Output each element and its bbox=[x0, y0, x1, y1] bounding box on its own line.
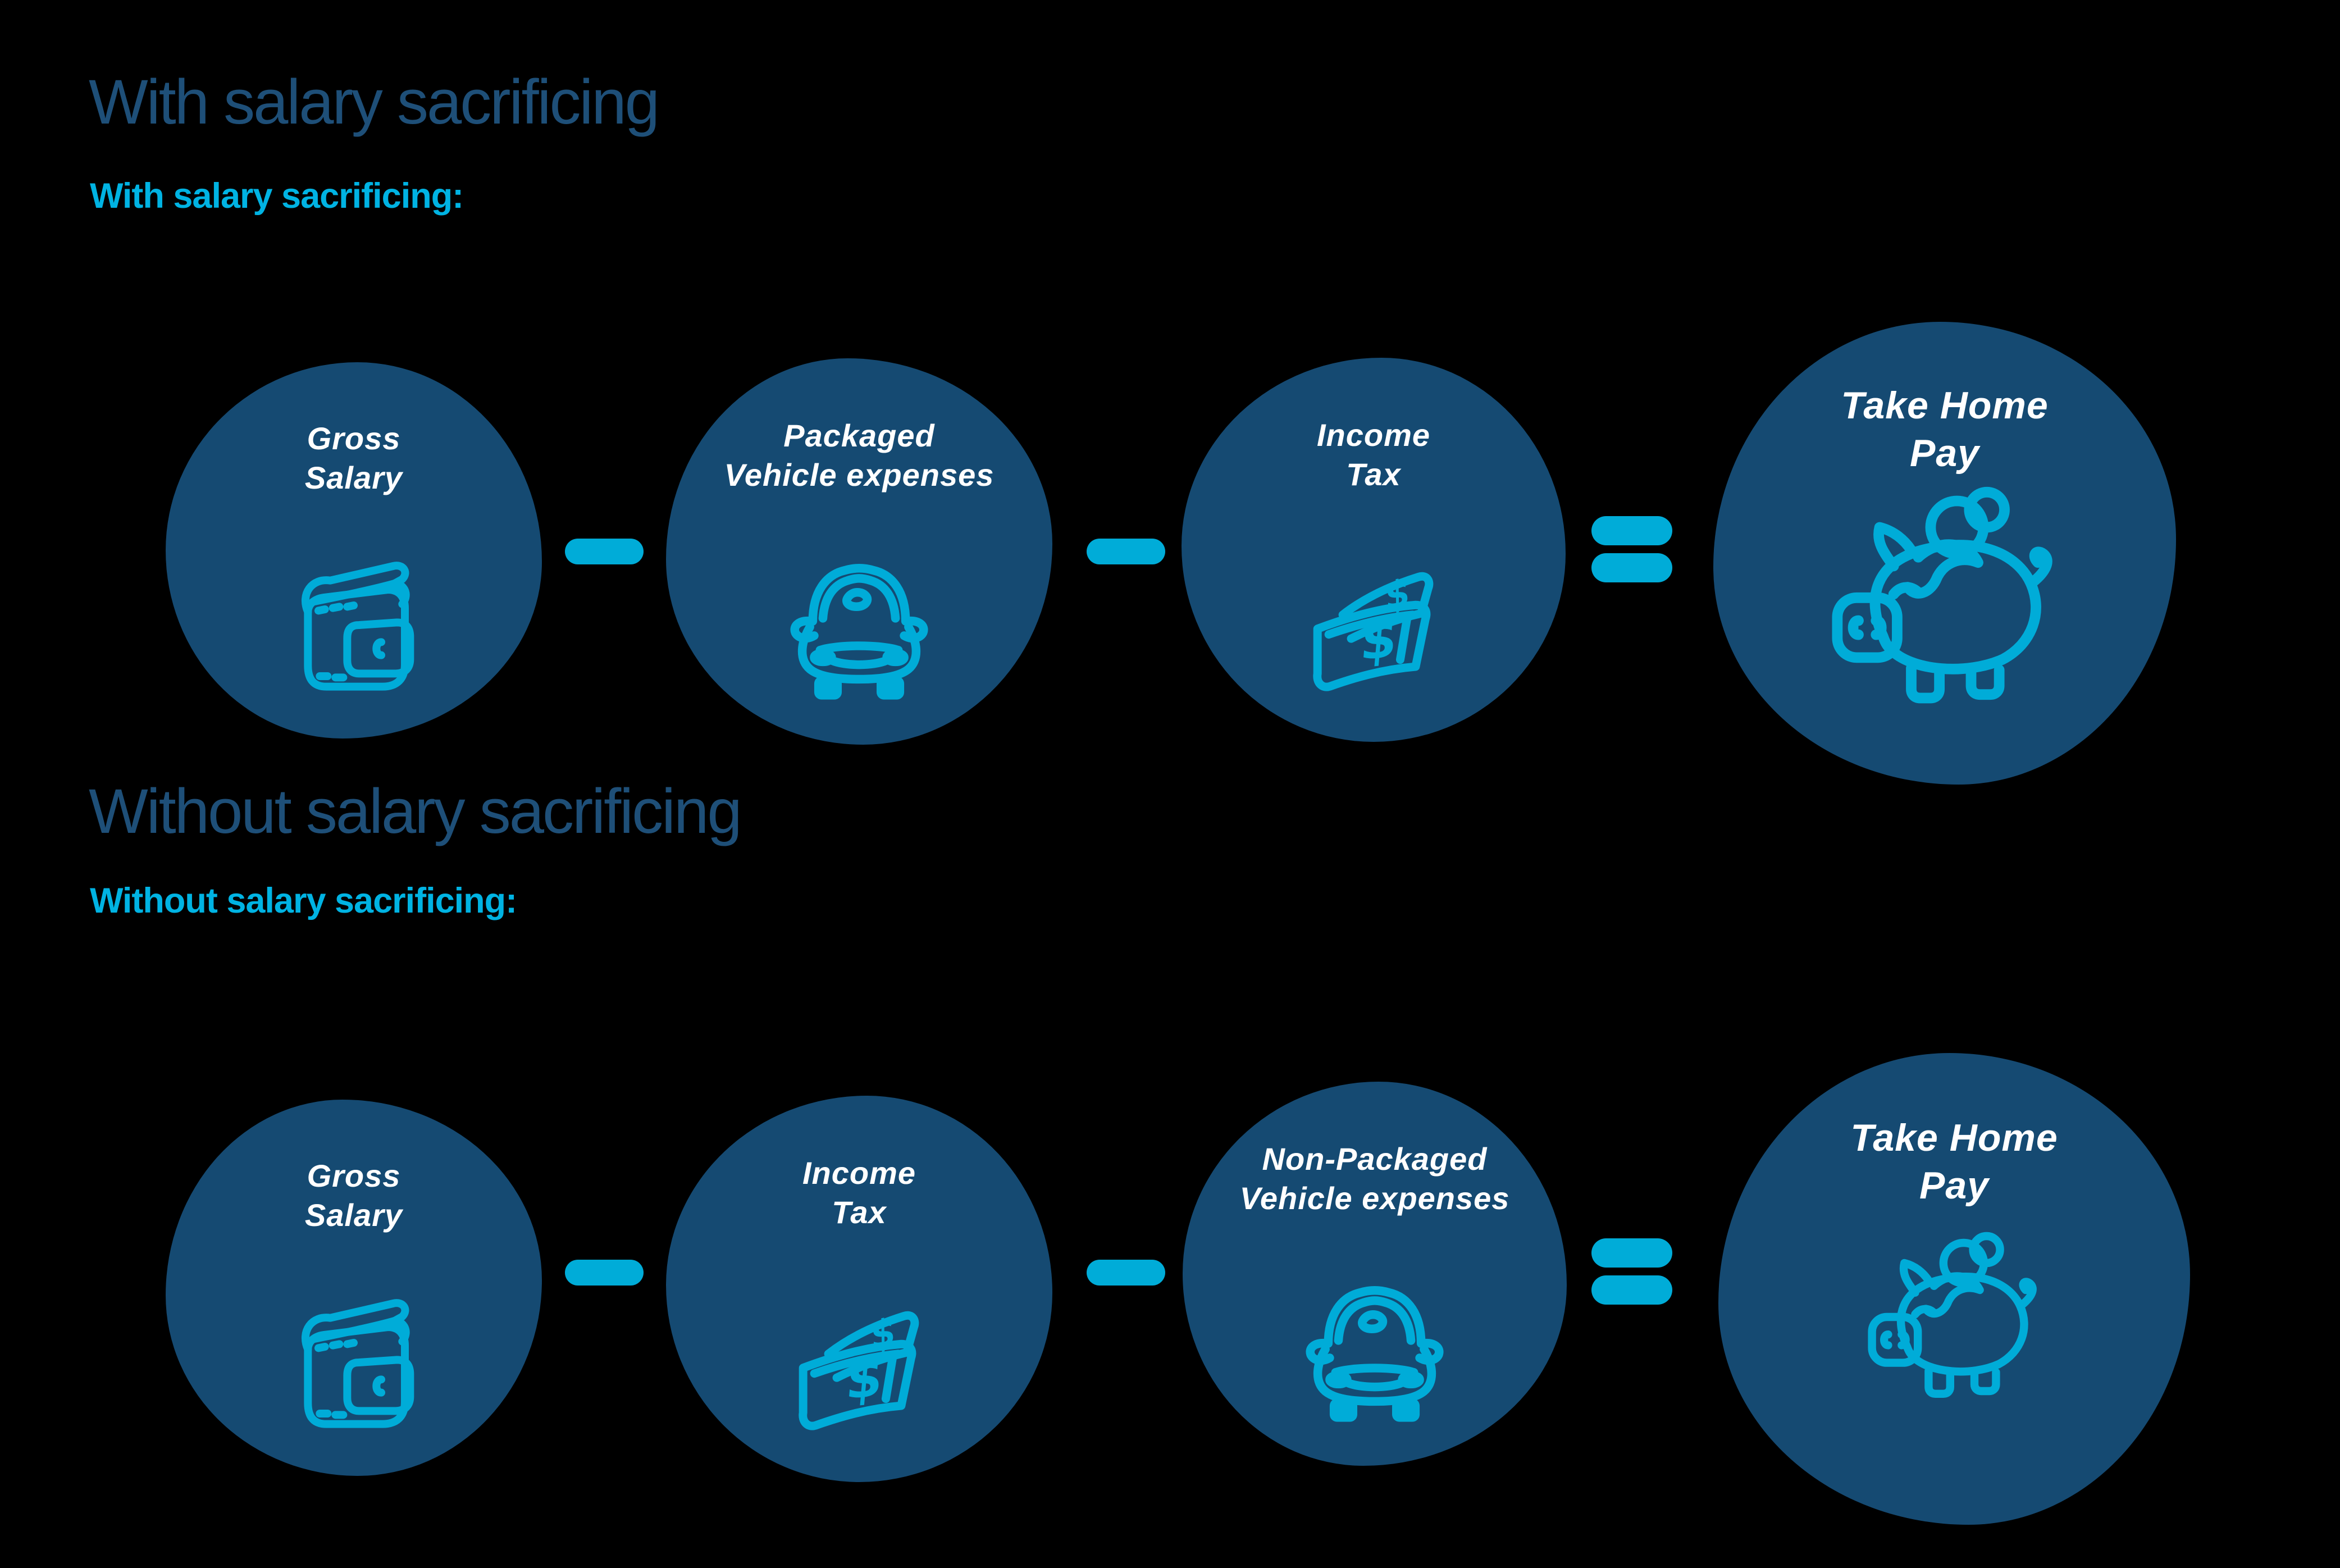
piggy-bank-icon bbox=[1853, 1223, 2055, 1405]
circle-label-line2: Tax bbox=[832, 1195, 887, 1230]
circle-label-line1: Gross bbox=[307, 420, 401, 456]
circle-label: Take Home Pay bbox=[1713, 382, 2176, 477]
circle-label: Gross Salary bbox=[166, 419, 542, 498]
circle-label-line1: Packaged bbox=[783, 418, 935, 454]
minus-operator bbox=[1087, 539, 1165, 564]
circle-label-line2: Pay bbox=[1919, 1164, 1989, 1207]
car-icon bbox=[772, 540, 946, 700]
equals-bar bbox=[1591, 1238, 1672, 1268]
dollar-sign: $ bbox=[1357, 607, 1401, 672]
circle-label: Packaged Vehicle expenses bbox=[666, 416, 1052, 495]
circle-label: Income Tax bbox=[1182, 416, 1566, 494]
minus-operator bbox=[565, 1260, 644, 1286]
equals-operator bbox=[1591, 516, 1672, 582]
circle-label-line1: Take Home bbox=[1850, 1116, 2058, 1160]
money-bills-icon: $ $ bbox=[775, 1270, 943, 1431]
equals-operator bbox=[1591, 1238, 1672, 1305]
circle-label-line2: Vehicle expenses bbox=[724, 457, 995, 493]
circle-label-line2: Salary bbox=[304, 459, 403, 495]
circle-label: Gross Salary bbox=[166, 1156, 542, 1235]
section-subtitle-with: With salary sacrificing: bbox=[90, 176, 464, 216]
circle-non-packaged-vehicle-expenses: Non-Packaged Vehicle expenses bbox=[1183, 1082, 1567, 1466]
car-icon bbox=[1288, 1262, 1462, 1423]
circle-label-line2: Pay bbox=[1910, 432, 1979, 475]
circle-label-line1: Income bbox=[802, 1155, 916, 1191]
circle-take-home-pay: Take Home Pay bbox=[1718, 1053, 2190, 1525]
circle-gross-salary: Gross Salary bbox=[166, 1100, 542, 1476]
circle-label-line1: Income bbox=[1316, 417, 1431, 453]
dollar-sign: $ bbox=[843, 1346, 886, 1411]
section-heading-without: Without salary sacrificing bbox=[89, 776, 742, 846]
circle-label: Non-Packaged Vehicle expenses bbox=[1183, 1139, 1567, 1218]
minus-operator bbox=[565, 539, 644, 564]
circle-income-tax: Income Tax $ $ bbox=[666, 1096, 1052, 1482]
circle-income-tax: Income Tax $ $ bbox=[1182, 358, 1566, 742]
circle-label-line1: Gross bbox=[307, 1157, 401, 1193]
circle-label-line2: Salary bbox=[304, 1197, 403, 1233]
circle-label-line1: Take Home bbox=[1841, 384, 2049, 427]
wallet-icon bbox=[275, 1284, 432, 1441]
section-heading-with: With salary sacrificing bbox=[89, 67, 660, 137]
equals-bar bbox=[1591, 1275, 1672, 1305]
circle-label-line2: Tax bbox=[1346, 456, 1401, 492]
circle-take-home-pay: Take Home Pay bbox=[1713, 322, 2176, 785]
circle-packaged-vehicle-expenses: Packaged Vehicle expenses bbox=[666, 358, 1052, 745]
wallet-icon bbox=[275, 546, 432, 704]
circle-label: Income Tax bbox=[666, 1154, 1052, 1232]
money-bills-icon: $ $ bbox=[1289, 531, 1458, 692]
minus-operator bbox=[1087, 1260, 1165, 1286]
piggy-bank-icon bbox=[1813, 475, 2077, 712]
circle-label-line2: Vehicle expenses bbox=[1239, 1180, 1510, 1216]
section-subtitle-without: Without salary sacrificing: bbox=[90, 881, 517, 920]
equals-bar bbox=[1591, 553, 1672, 582]
circle-label-line1: Non-Packaged bbox=[1262, 1141, 1488, 1177]
circle-gross-salary: Gross Salary bbox=[166, 362, 542, 739]
equals-bar bbox=[1591, 516, 1672, 545]
circle-label: Take Home Pay bbox=[1718, 1114, 2190, 1210]
